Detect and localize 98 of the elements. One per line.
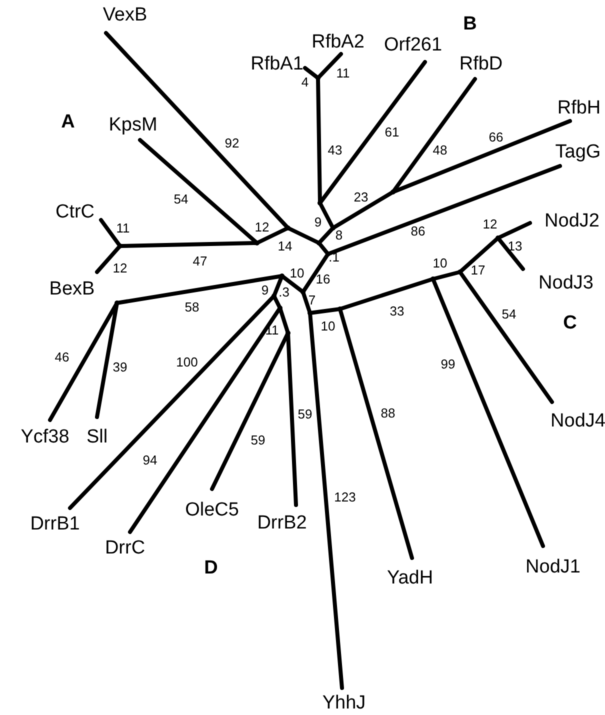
- taxon-label: RfbH: [557, 98, 601, 118]
- taxon-label: TagG: [555, 142, 601, 162]
- branch-length: 12: [482, 218, 498, 230]
- branch-length: 16: [316, 272, 330, 286]
- taxon-label: RfbA1: [250, 54, 304, 74]
- branch-length: 23: [354, 190, 368, 204]
- branch-length: 58: [184, 300, 200, 314]
- clade-letter: A: [61, 112, 75, 132]
- branch-point: [338, 306, 342, 312]
- taxon-label: DrrB1: [30, 514, 80, 534]
- tree-branch: [317, 241, 330, 256]
- tree-branch: [99, 218, 122, 248]
- branch-length: 61: [384, 126, 400, 138]
- branch-length: 43: [328, 144, 342, 156]
- taxon-label: RfbD: [459, 54, 503, 74]
- taxon-label: DrrB2: [257, 514, 307, 532]
- branch-length: .1: [328, 250, 340, 264]
- branch-length: 59: [250, 434, 266, 446]
- tree-branch: [272, 294, 282, 310]
- taxon-label: YadH: [386, 568, 434, 588]
- branch-length: 10: [320, 320, 336, 332]
- tree-branch: [496, 236, 525, 271]
- taxon-label: BexB: [49, 280, 95, 298]
- taxon-label: KpsM: [108, 116, 158, 134]
- taxon-label: Orf261: [384, 36, 442, 54]
- tree-branch: [318, 201, 335, 230]
- branch-length: 9: [314, 216, 322, 228]
- branch-length: 54: [174, 192, 188, 206]
- tree-branch: [95, 244, 122, 274]
- taxon-label: Sll: [86, 428, 108, 446]
- tree-branch: [458, 270, 554, 404]
- branch-length: 54: [502, 308, 516, 320]
- tree-branch: [301, 252, 330, 294]
- taxon-label: OleC5: [185, 500, 239, 520]
- tree-branch: [303, 66, 320, 80]
- branch-point: [272, 294, 276, 298]
- branch-point: [330, 226, 336, 230]
- branch-length: 11: [116, 222, 130, 234]
- branch-point: [286, 330, 290, 336]
- clade-letter: B: [463, 14, 477, 34]
- branch-length: 94: [142, 454, 158, 466]
- branch-length: 12: [254, 220, 270, 234]
- branch-length: 10: [432, 256, 448, 270]
- branch-length: .3: [278, 286, 290, 298]
- tree-branch: [331, 190, 395, 230]
- branch-length: 4: [301, 76, 309, 88]
- taxon-label: DrrC: [104, 538, 146, 558]
- branch-length: 13: [508, 240, 522, 252]
- tree-branch: [316, 52, 343, 80]
- branch-length: 17: [470, 264, 486, 276]
- branch-point: [458, 270, 462, 274]
- taxon-label: NodJ2: [544, 212, 600, 230]
- branch-length: 33: [390, 304, 404, 318]
- taxon-label: Ycf38: [20, 428, 70, 446]
- taxon-label: YhhJ: [322, 694, 366, 712]
- branch-length: 59: [298, 408, 312, 420]
- branch-length: 47: [192, 254, 208, 268]
- branch-length: 10: [290, 266, 304, 280]
- branch-length: 39: [112, 360, 128, 374]
- branch-length: 11: [336, 66, 350, 80]
- tree-branch: [496, 221, 532, 240]
- branch-length: 12: [112, 262, 128, 274]
- clade-letter: C: [563, 314, 577, 332]
- branch-length: 123: [334, 490, 356, 504]
- taxon-label: NodJ4: [550, 412, 605, 430]
- tree-branch: [68, 294, 276, 510]
- taxon-label: CtrC: [55, 202, 95, 222]
- branch-length: 86: [410, 224, 426, 238]
- branch-length: 66: [488, 130, 504, 144]
- branch-point: [318, 200, 322, 206]
- branch-length: 99: [440, 358, 456, 370]
- branch-length: 7: [308, 294, 316, 306]
- tree-branch: [104, 31, 290, 230]
- branch-length: 8: [335, 228, 343, 242]
- branch-point: [254, 240, 260, 246]
- branch-point: [286, 226, 290, 230]
- tree-branch: [317, 226, 335, 245]
- taxon-label: NodJ3: [538, 274, 594, 292]
- branch-length: 48: [432, 144, 448, 156]
- tree-branch: [280, 274, 305, 294]
- branch-length: 88: [380, 406, 396, 420]
- tree-branch: [458, 236, 500, 274]
- tree-branch: [128, 306, 282, 534]
- branch-length: 46: [54, 350, 70, 364]
- taxon-label: VexB: [102, 6, 148, 24]
- branch-point: [496, 236, 500, 240]
- clade-letter: D: [204, 558, 218, 578]
- taxon-label: NodJ1: [526, 558, 580, 576]
- branch-length: 9: [261, 284, 269, 296]
- branch-length: 100: [176, 356, 198, 368]
- tree-branch: [286, 226, 321, 245]
- branch-point: [390, 190, 396, 194]
- branch-point: [280, 274, 284, 278]
- branch-length: 92: [224, 136, 240, 150]
- tree-branch: [255, 226, 290, 245]
- branch-point: [278, 306, 282, 310]
- taxon-label: RfbA2: [312, 32, 364, 52]
- branch-length: 14: [278, 240, 292, 252]
